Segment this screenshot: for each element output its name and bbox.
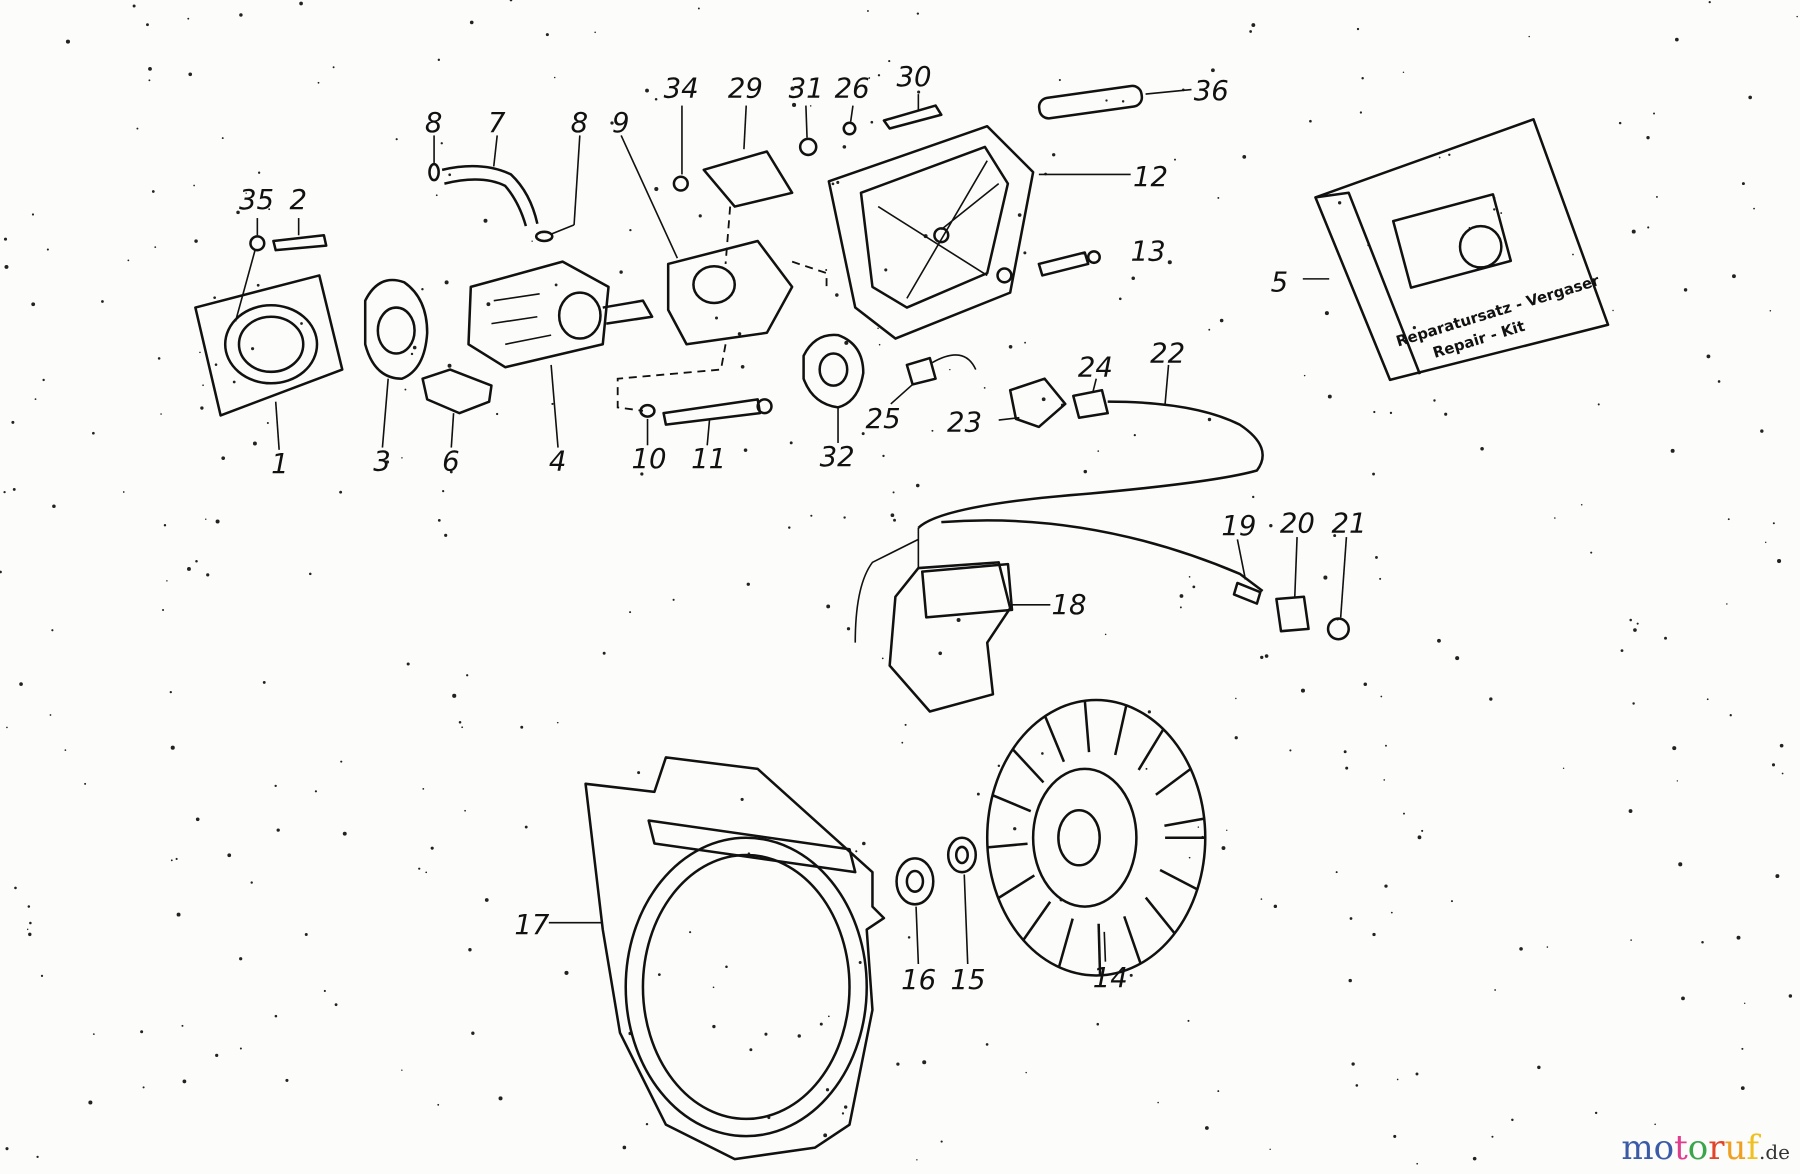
part-6: [421, 368, 493, 448]
part-7-hose: [428, 135, 581, 243]
motoruf-logo: motoruf.de: [1621, 1128, 1790, 1168]
callout-8a: 8: [425, 107, 443, 139]
callout-17: 17: [514, 909, 550, 941]
callout-3: 3: [373, 446, 391, 478]
part-23-spark-cap: [917, 364, 1264, 529]
callout-23: 23: [947, 406, 982, 438]
part-17-fan-housing: [548, 756, 886, 1161]
callout-24: 24: [1078, 351, 1113, 383]
callout-18: 18: [1051, 589, 1086, 621]
callout-14: 14: [1093, 962, 1128, 994]
part-32-gasket: [802, 333, 865, 443]
callout-16: 16: [901, 964, 936, 996]
part-1-flange: [194, 274, 344, 450]
part-11-screw: [639, 398, 773, 446]
part-12-cover: [827, 124, 1131, 340]
part-29-bracket: [672, 94, 943, 265]
callout-11: 11: [691, 443, 726, 475]
logo-letter: m: [1621, 1128, 1654, 1168]
callout-31: 31: [789, 73, 824, 105]
callout-36: 36: [1194, 75, 1229, 107]
part-2-35-screw: [234, 218, 328, 322]
part-3-gasket: [363, 278, 429, 448]
part-16-nut: [895, 857, 935, 965]
part-25-clip: [890, 354, 977, 405]
part-4-carburetor: [467, 260, 654, 448]
callout-8b: 8: [571, 107, 589, 139]
callout-21: 21: [1331, 507, 1366, 539]
callout-29: 29: [728, 73, 763, 105]
part-36-rod: [1037, 84, 1192, 120]
callout-20: 20: [1280, 507, 1315, 539]
callout-labels: 1 2 35 3 6 4 8 7 8 9 34 29 31 26 30 36 1…: [239, 61, 1367, 996]
callout-19: 19: [1221, 510, 1256, 542]
callout-12: 12: [1133, 161, 1168, 193]
callout-6: 6: [442, 446, 460, 478]
part-19-20-21: [1232, 537, 1350, 641]
part-5-repair-kit: Reparatursatz - Vergaser Repair - Kit: [1302, 118, 1610, 382]
part-15-washer: [946, 836, 978, 965]
callout-35: 35: [239, 184, 274, 216]
logo-suffix: .de: [1759, 1140, 1790, 1164]
callout-25: 25: [866, 403, 901, 435]
callout-7: 7: [488, 107, 506, 139]
callout-10: 10: [631, 443, 666, 475]
logo-letter: o: [1687, 1128, 1709, 1168]
logo-letter: f: [1746, 1128, 1759, 1168]
logo-letter: r: [1708, 1128, 1725, 1168]
logo-letter: t: [1674, 1128, 1688, 1168]
callout-5: 5: [1271, 266, 1289, 298]
logo-letter: u: [1724, 1128, 1747, 1168]
part-13-screw: [996, 250, 1101, 284]
callout-22: 22: [1150, 338, 1185, 370]
part-14-flywheel: [985, 698, 1207, 977]
callout-15: 15: [950, 964, 985, 996]
logo-letter: o: [1653, 1128, 1675, 1168]
callout-2: 2: [289, 184, 307, 216]
callout-13: 13: [1131, 236, 1166, 268]
callout-4: 4: [549, 446, 567, 478]
callout-1: 1: [271, 448, 289, 480]
part-9-intake: [616, 135, 828, 412]
callout-26: 26: [835, 73, 870, 105]
part-18-ignition-coil: [854, 519, 1264, 713]
callout-32: 32: [820, 441, 855, 473]
callout-30: 30: [897, 61, 932, 93]
callout-34: 34: [664, 73, 699, 105]
callout-9: 9: [612, 107, 630, 139]
